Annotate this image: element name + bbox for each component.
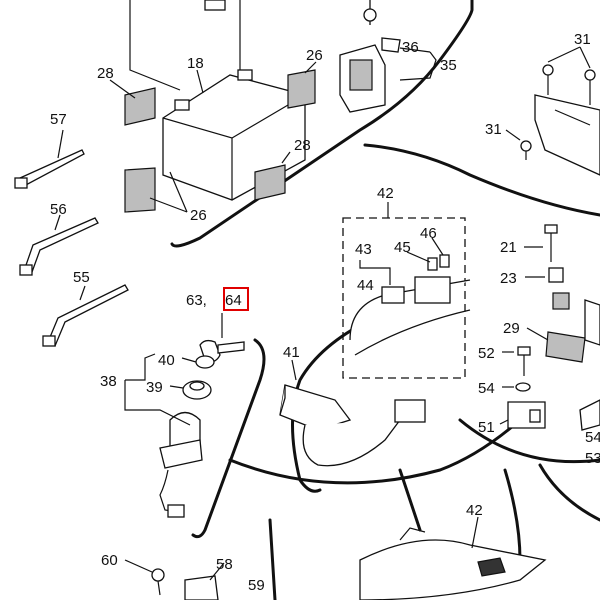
callout-54-right: 54 — [585, 429, 600, 446]
switch-cap-40 — [181, 355, 215, 369]
callout-26-upper: 26 — [306, 47, 323, 64]
callout-35: 35 — [440, 57, 457, 74]
callout-59: 59 — [248, 577, 265, 594]
grommet-29 — [526, 299, 600, 363]
mount-bracket — [505, 46, 600, 176]
callout-64: 64 — [225, 292, 242, 309]
callout-28-lower: 28 — [294, 137, 311, 154]
cable-tie-56 — [19, 214, 99, 276]
callout-38: 38 — [100, 373, 117, 390]
callout-56: 56 — [50, 201, 67, 218]
callout-45: 45 — [394, 239, 411, 256]
callout-54: 54 — [478, 380, 495, 397]
bolt-21 — [524, 224, 558, 262]
relay-51 — [499, 399, 600, 431]
callout-44: 44 — [357, 277, 374, 294]
main-switch-key — [199, 313, 245, 363]
collar-23 — [525, 267, 570, 310]
battery-pad-28-upper — [124, 87, 156, 126]
wire-harness-box — [342, 202, 471, 379]
bottom-diagonal-2 — [503, 468, 522, 562]
callout-52: 52 — [478, 345, 495, 362]
callout-42-lower: 42 — [466, 502, 483, 519]
middle-section-boundary — [363, 143, 600, 217]
callout-60: 60 — [101, 552, 118, 569]
locknut-39 — [169, 380, 212, 400]
bolt-60 — [124, 559, 165, 596]
callout-58: 58 — [216, 556, 233, 573]
main-switch-body — [124, 353, 203, 518]
battery-leaders — [109, 61, 317, 213]
callout-29: 29 — [503, 320, 520, 337]
battery-bracket — [129, 0, 241, 91]
battery-pad-28-lower — [254, 164, 286, 201]
callout-57: 57 — [50, 111, 67, 128]
callout-41: 41 — [283, 344, 300, 361]
callout-31-lower: 31 — [485, 121, 502, 138]
callout-23: 23 — [500, 270, 517, 287]
callout-43: 43 — [355, 241, 372, 258]
callout-36: 36 — [402, 39, 419, 56]
cable-tie-55 — [42, 284, 129, 347]
battery-section-boundary — [170, 0, 474, 248]
starter-relay — [339, 0, 437, 113]
lower-left-boundary — [268, 518, 277, 600]
callout-28-upper: 28 — [97, 65, 114, 82]
callout-42-upper: 42 — [377, 185, 394, 202]
callout-63: 63, — [186, 292, 207, 309]
bottom-diagonal-3 — [538, 463, 600, 522]
callout-26-lower: 26 — [190, 207, 207, 224]
callout-51: 51 — [478, 419, 495, 436]
callout-40: 40 — [158, 352, 175, 369]
bottom-diagonal-1 — [398, 468, 422, 532]
lower-right-sweep — [458, 418, 600, 464]
callout-31-upper: 31 — [574, 31, 591, 48]
connector-41 — [279, 359, 426, 467]
cable-tie-57 — [14, 129, 85, 189]
switch-section-boundary — [191, 338, 266, 539]
callout-18: 18 — [187, 55, 204, 72]
bracket-58 — [184, 562, 225, 600]
callout-21: 21 — [500, 239, 517, 256]
lower-harness — [359, 516, 547, 600]
callout-55: 55 — [73, 269, 90, 286]
highlight-box-64 — [223, 287, 249, 311]
callout-39: 39 — [146, 379, 163, 396]
bolt-52 — [502, 346, 531, 376]
bottom-sweep-line — [228, 418, 522, 485]
battery-pad-26-upper — [287, 69, 316, 109]
washer-54 — [502, 382, 531, 392]
battery-pad-26-lower — [124, 167, 156, 213]
callout-labels: 18 28 26 28 26 36 35 31 31 57 56 55 42 4… — [50, 31, 600, 594]
callout-53: 53 — [585, 450, 600, 467]
callout-46: 46 — [420, 225, 437, 242]
